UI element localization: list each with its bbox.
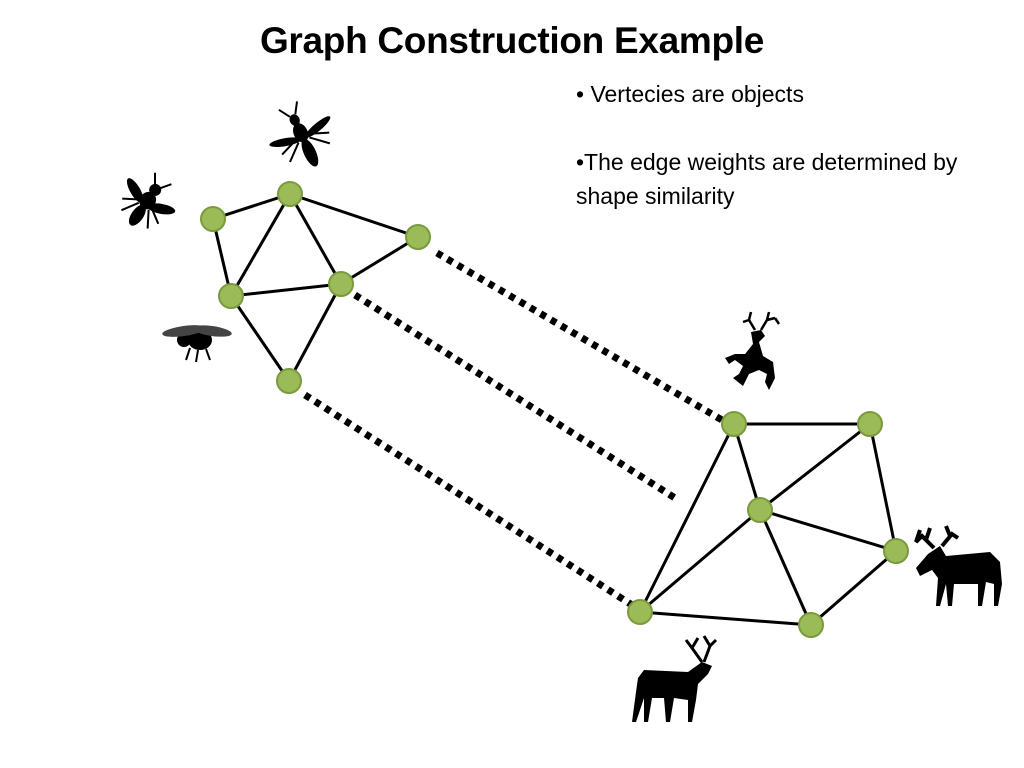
vertex	[721, 411, 747, 437]
correspondence-link	[435, 249, 724, 424]
vertex	[200, 206, 226, 232]
correspondence-link	[353, 292, 677, 501]
vertex	[218, 283, 244, 309]
graph-a-nodes	[200, 181, 431, 394]
bullet-vertices: • Vertecies are objects	[576, 81, 804, 107]
slide-title: Graph Construction Example	[259, 20, 765, 61]
vertex	[747, 497, 773, 523]
vertex	[405, 224, 431, 250]
moose-icon	[914, 525, 1002, 606]
bee-icon	[162, 325, 232, 363]
bullet-edge-weights: •The edge weights are determined by shap…	[576, 149, 958, 209]
vertex	[627, 599, 653, 625]
vertex	[883, 538, 909, 564]
graph-b-edges	[638, 422, 898, 627]
wasp-icon	[269, 101, 331, 167]
deer-icon	[725, 311, 781, 390]
fly-icon	[121, 172, 176, 229]
graph-b-nodes	[627, 411, 909, 638]
graph-a-edges	[211, 192, 419, 382]
vertex	[328, 271, 354, 297]
caribou-icon	[632, 635, 718, 722]
vertex	[857, 411, 883, 437]
vertex	[276, 368, 302, 394]
vertex	[277, 181, 303, 207]
correspondence-links	[303, 249, 724, 608]
correspondence-link	[303, 392, 634, 608]
vertex	[798, 612, 824, 638]
